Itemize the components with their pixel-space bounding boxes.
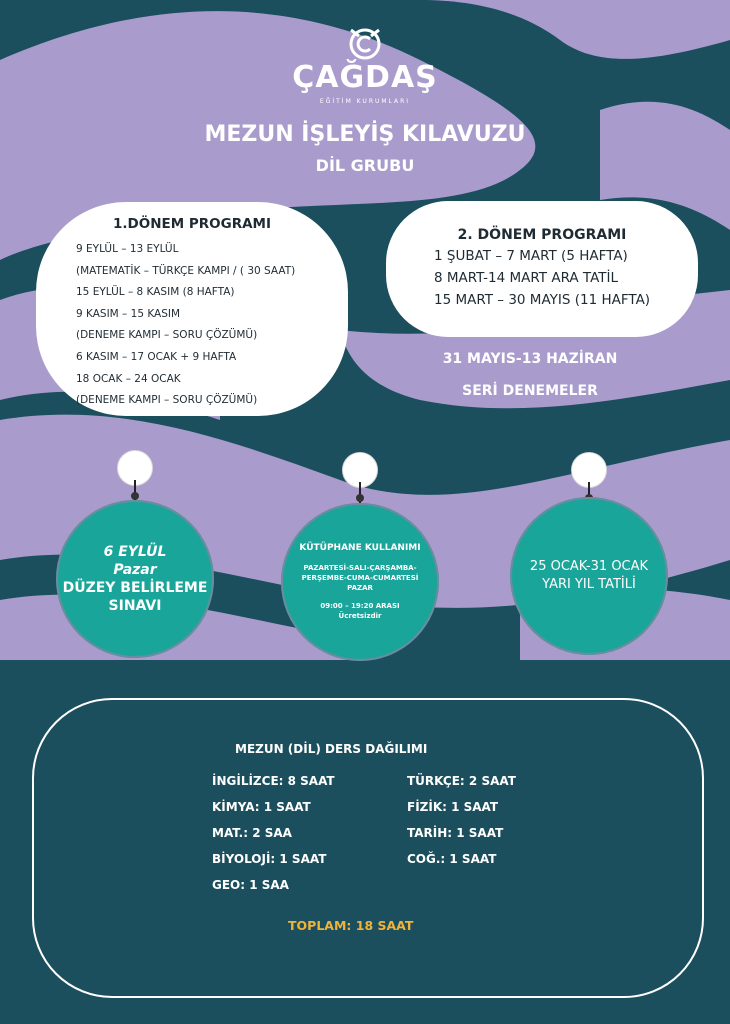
placement-line2: SINAVI: [108, 598, 162, 614]
page-subtitle: DİL GRUBU: [315, 156, 415, 175]
term1-line: 18 OCAK – 24 OCAK: [76, 372, 181, 385]
library-days: PAZARTESİ-SALI-ÇARŞAMBA-PERŞEMBE-CUMA-CU…: [301, 564, 419, 592]
pin-knot: [356, 494, 364, 502]
subject-item: İNGİLİZCE: 8 SAAT: [212, 774, 335, 788]
term1-line: 15 EYLÜL – 8 KASIM (8 HAFTA): [76, 286, 235, 299]
term1-line: 9 KASIM – 15 KASIM: [76, 307, 181, 320]
pin-string: [588, 482, 590, 504]
library-price: Ücretsizdir: [338, 612, 382, 620]
term1-list: 9 EYLÜL – 13 EYLÜL (MATEMATİK – TÜRKÇE K…: [76, 242, 295, 415]
pin-string: [359, 482, 361, 504]
exam-dates: 31 MAYIS-13 HAZİRAN: [442, 351, 618, 367]
subject-item: FİZİK: 1 SAAT: [407, 800, 499, 814]
term1-line: (MATEMATİK – TÜRKÇE KAMPI / ( 30 SAAT): [76, 264, 296, 277]
exam-label: SERİ DENEMELER: [462, 383, 598, 399]
library-circle: KÜTÜPHANE KULLANIMI PAZARTESİ-SALI-ÇARŞA…: [281, 503, 439, 661]
placement-day: Pazar: [113, 562, 157, 578]
holiday-dates: 25 OCAK-31 OCAK: [529, 559, 649, 574]
library-title: KÜTÜPHANE KULLANIMI: [299, 543, 421, 553]
holiday-label: YARI YIL TATİLİ: [542, 577, 636, 592]
subject-item: KİMYA: 1 SAAT: [212, 800, 311, 814]
term2-heading: 2. DÖNEM PROGRAMI: [457, 227, 627, 243]
subject-item: COĞ.: 1 SAAT: [407, 852, 497, 866]
subject-item: MAT.: 2 SAA: [212, 826, 292, 840]
term2-list: 1 ŞUBAT – 7 MART (5 HAFTA) 8 MART-14 MAR…: [434, 247, 650, 313]
term1-line: (DENEME KAMPI – SORU ÇÖZÜMÜ): [76, 394, 258, 407]
placement-date: 6 EYLÜL: [103, 544, 167, 560]
term2-line: 1 ŞUBAT – 7 MART (5 HAFTA): [434, 248, 628, 264]
placement-line1: DÜZEY BELİRLEME: [62, 580, 208, 596]
subject-item: GEO: 1 SAA: [212, 878, 289, 892]
term1-line: (DENEME KAMPI – SORU ÇÖZÜMÜ): [76, 329, 258, 342]
pin-knot: [131, 492, 139, 500]
logo-icon: [349, 28, 381, 60]
pin-string: [134, 480, 136, 502]
holiday-circle: 25 OCAK-31 OCAK YARI YIL TATİLİ: [510, 497, 668, 655]
placement-exam-circle: 6 EYLÜL Pazar DÜZEY BELİRLEME SINAVI: [56, 500, 214, 658]
term2-line: 15 MART – 30 MAYIS (11 HAFTA): [434, 292, 651, 308]
term1-card: 1.DÖNEM PROGRAMI 9 EYLÜL – 13 EYLÜL (MAT…: [36, 202, 348, 416]
total-hours: TOPLAM: 18 SAAT: [288, 918, 414, 933]
term2-card: 2. DÖNEM PROGRAMI 1 ŞUBAT – 7 MART (5 HA…: [386, 201, 698, 337]
library-hours: 09:00 – 19:20 ARASI: [320, 602, 400, 610]
term2-line: 8 MART-14 MART ARA TATİL: [434, 270, 619, 286]
subject-item: TARİH: 1 SAAT: [407, 826, 504, 840]
brand-name: ÇAĞDAŞ: [292, 60, 438, 95]
page-title: MEZUN İŞLEYİŞ KILAVUZU: [204, 122, 526, 147]
brand-subtitle: EĞİTİM KURUMLARI: [319, 98, 411, 105]
subject-item: BİYOLOJİ: 1 SAAT: [212, 852, 327, 866]
distribution-panel: [32, 698, 704, 998]
term1-heading: 1.DÖNEM PROGRAMI: [112, 216, 271, 232]
subject-item: TÜRKÇE: 2 SAAT: [407, 774, 516, 788]
term1-line: 6 KASIM – 17 OCAK + 9 HAFTA: [76, 350, 237, 363]
term1-line: 9 EYLÜL – 13 EYLÜL: [76, 243, 179, 255]
distribution-title: MEZUN (DİL) DERS DAĞILIMI: [235, 742, 428, 756]
